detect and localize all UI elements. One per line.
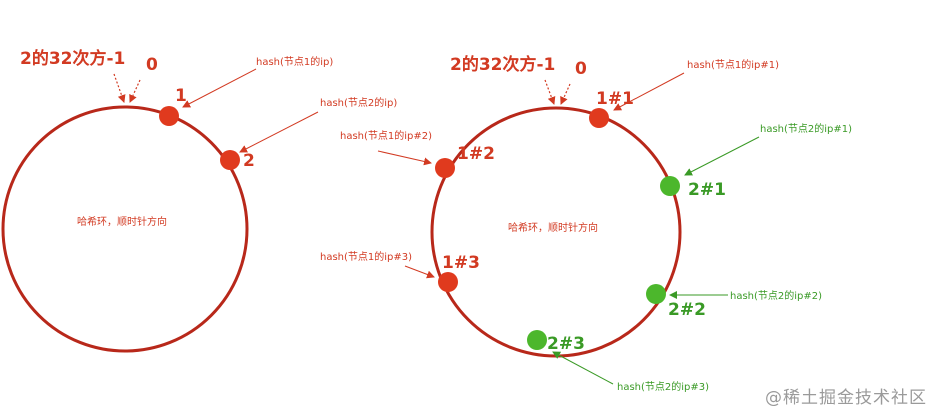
right-node-1-1-annotation: hash(节点1的ip#1)	[687, 58, 779, 71]
left-hash-ring	[1, 105, 249, 353]
right-node-2-2-label: 2#2	[668, 300, 706, 320]
right-node-1-2-label: 1#2	[457, 144, 495, 164]
right-node-2-1	[660, 176, 680, 196]
left-zero-label: 0	[146, 55, 158, 75]
left-node-2	[220, 150, 240, 170]
right-top-dotted-2	[560, 83, 571, 105]
right-node-2-2-annotation: hash(节点2的ip#2)	[730, 289, 822, 302]
right-node-1-3-label: 1#3	[442, 253, 480, 273]
right-node-1-1	[589, 108, 609, 128]
left-hash-ring-group: 2的32次方-1 0 哈希环，顺时针方向 1 hash(节点1的ip) 2 ha…	[1, 48, 397, 353]
right-node-2-3-arrow	[552, 351, 614, 385]
right-node-2-2	[646, 284, 666, 304]
right-center-label: 哈希环，顺时针方向	[508, 221, 598, 234]
right-node-1-2-annotation: hash(节点1的ip#2)	[340, 129, 432, 142]
right-node-2-1-arrow	[684, 136, 760, 176]
left-node-1-annotation: hash(节点1的ip)	[256, 55, 333, 68]
right-node-1-3-arrow	[404, 265, 435, 279]
left-top-dotted-2	[129, 79, 141, 103]
right-node-1-3-annotation: hash(节点1的ip#3)	[320, 250, 412, 263]
left-center-label: 哈希环，顺时针方向	[77, 215, 167, 228]
right-node-2-3-label: 2#3	[547, 334, 585, 354]
right-node-2-1-annotation: hash(节点2的ip#1)	[760, 122, 852, 135]
right-node-1-1-arrow	[613, 72, 685, 111]
right-node-1-2	[435, 158, 455, 178]
left-node-1	[159, 106, 179, 126]
left-node-2-annotation: hash(节点2的ip)	[320, 96, 397, 109]
left-top-dotted-1	[113, 73, 126, 103]
right-node-1-3	[438, 272, 458, 292]
right-zero-label: 0	[575, 59, 587, 79]
right-hash-ring-group: 2的32次方-1 0 哈希环，顺时针方向 1#1 hash(节点1的ip#1) …	[320, 54, 852, 393]
right-max-label: 2的32次方-1	[450, 54, 555, 75]
watermark: @稀土掘金技术社区	[765, 388, 927, 408]
left-node-1-label: 1	[175, 86, 187, 106]
right-node-1-2-arrow	[377, 150, 432, 166]
left-node-2-label: 2	[243, 151, 255, 171]
right-top-dotted-1	[544, 79, 556, 105]
left-max-label: 2的32次方-1	[20, 48, 125, 69]
right-node-2-1-label: 2#1	[688, 180, 726, 200]
left-node-2-arrow	[239, 111, 319, 153]
left-node-1-arrow	[182, 68, 257, 108]
right-node-2-3-annotation: hash(节点2的ip#3)	[617, 380, 709, 393]
right-node-1-1-label: 1#1	[596, 89, 634, 109]
right-node-2-3	[527, 330, 547, 350]
